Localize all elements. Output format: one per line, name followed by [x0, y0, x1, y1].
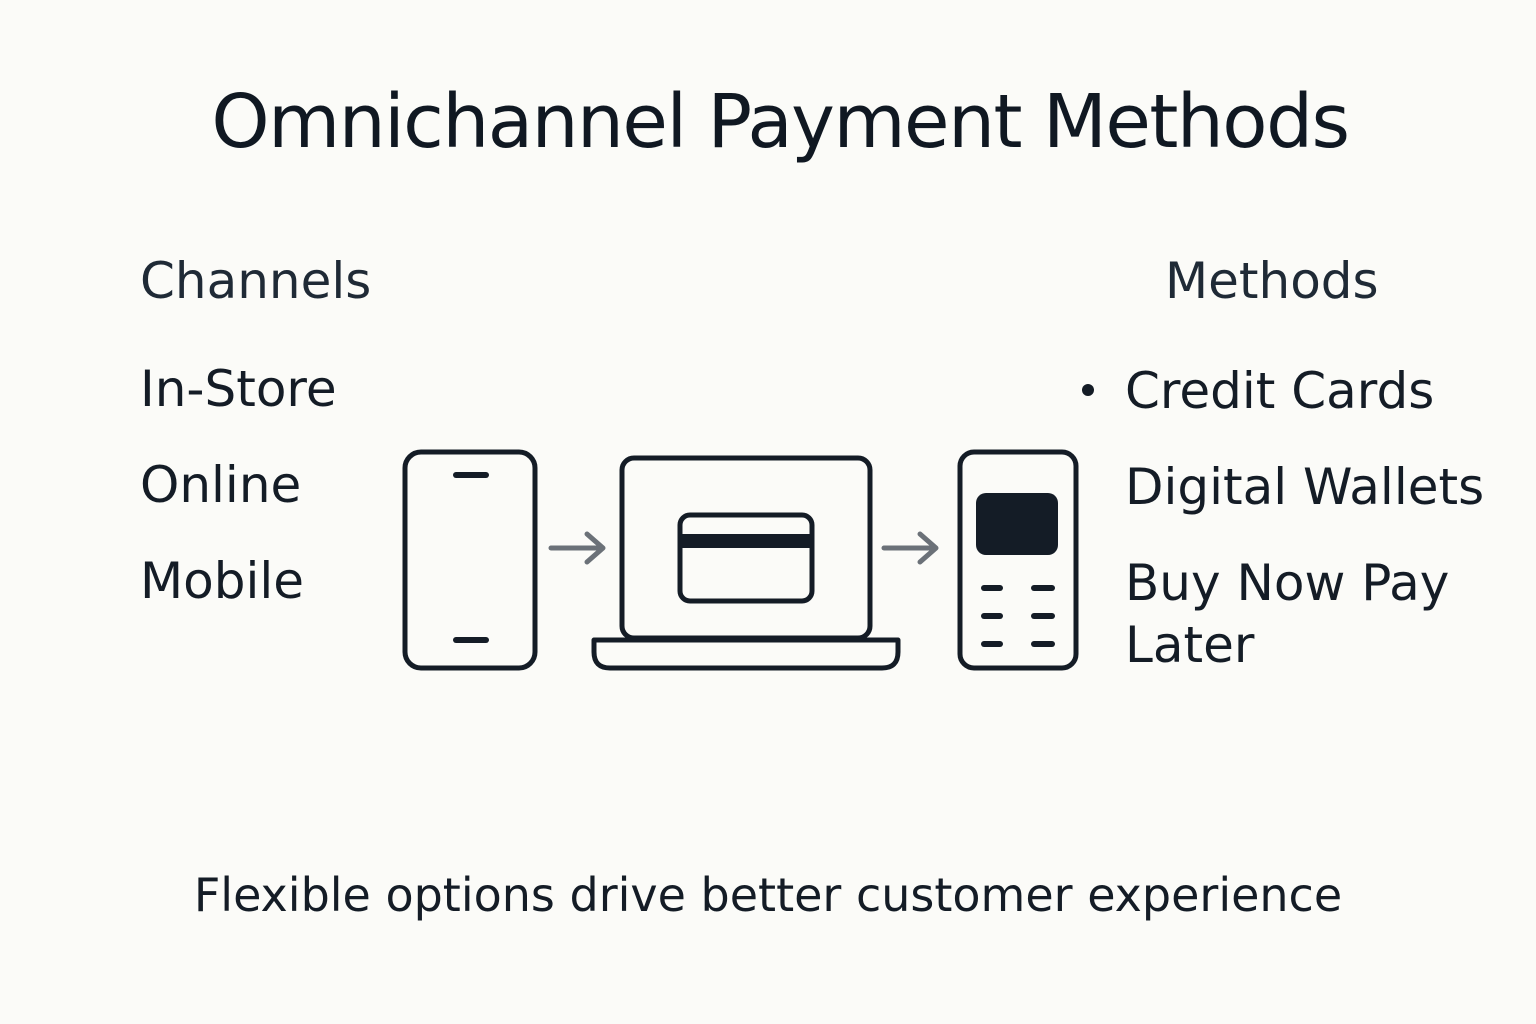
method-item-digital-wallets: Digital Wallets: [1125, 458, 1485, 516]
channel-item-in-store: In-Store: [140, 360, 337, 418]
channel-item-online: Online: [140, 456, 302, 514]
smartphone-icon: [402, 449, 538, 671]
method-item-buy-now-pay-later: Buy Now Pay Later: [1125, 554, 1450, 674]
payment-terminal-icon: [957, 449, 1079, 671]
laptop-icon: [591, 455, 901, 671]
footer-caption: Flexible options drive better customer e…: [193, 868, 1343, 922]
credit-card-icon: [677, 512, 815, 604]
bullet-icon: [1082, 384, 1094, 396]
arrow-right-icon: [881, 531, 939, 565]
channel-item-mobile: Mobile: [140, 552, 305, 610]
page-title: Omnichannel Payment Methods: [211, 79, 1350, 165]
method-item-credit-cards: Credit Cards: [1125, 362, 1435, 420]
methods-heading: Methods: [1165, 252, 1379, 310]
arrow-right-icon: [548, 531, 606, 565]
channels-heading: Channels: [140, 252, 372, 310]
